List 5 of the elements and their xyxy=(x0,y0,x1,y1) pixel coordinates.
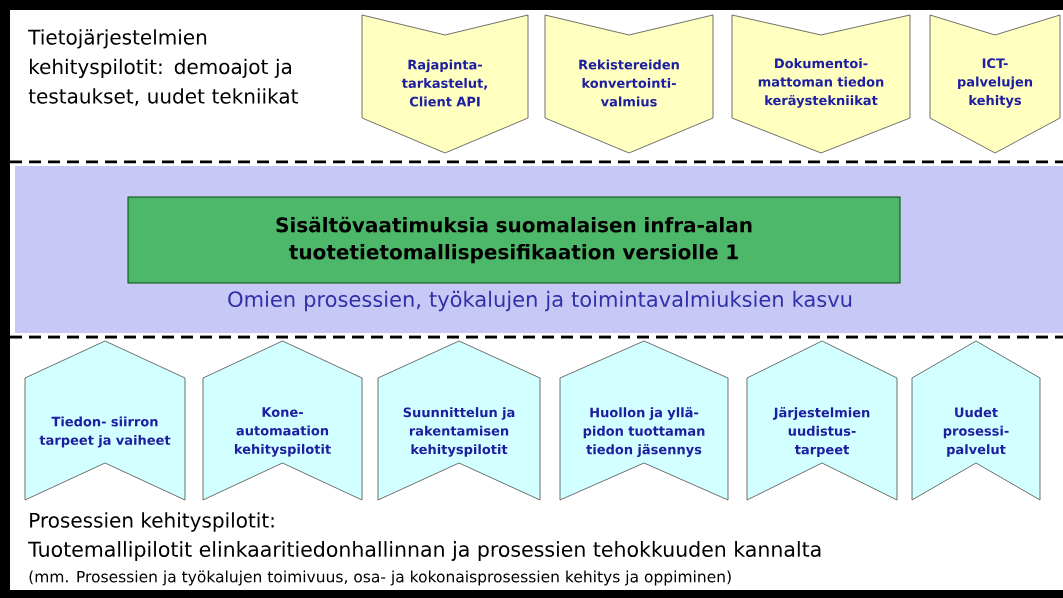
top-section-heading: Tietojärjestelmien kehityspilotit: demoajot ja testaukset, uudet tekniikat xyxy=(28,29,298,106)
title-box: Sisältövaatimuksia suomalaisen infra-alan tuotetietomallispesifikaation versiolle 1 xyxy=(127,196,901,284)
section-heading: Prosessien kehityspilotit: xyxy=(30,512,274,532)
section-subheading: Tuotemallipilotit elinkaaritiedonhallinnan ja prosessien tehokkuuden kannalta xyxy=(28,541,821,561)
note-text: (mm. Prosessien ja työkalujen toimivuus, osa- ja kokonaisprosessien kehitys ja oppiminen) xyxy=(29,570,731,586)
